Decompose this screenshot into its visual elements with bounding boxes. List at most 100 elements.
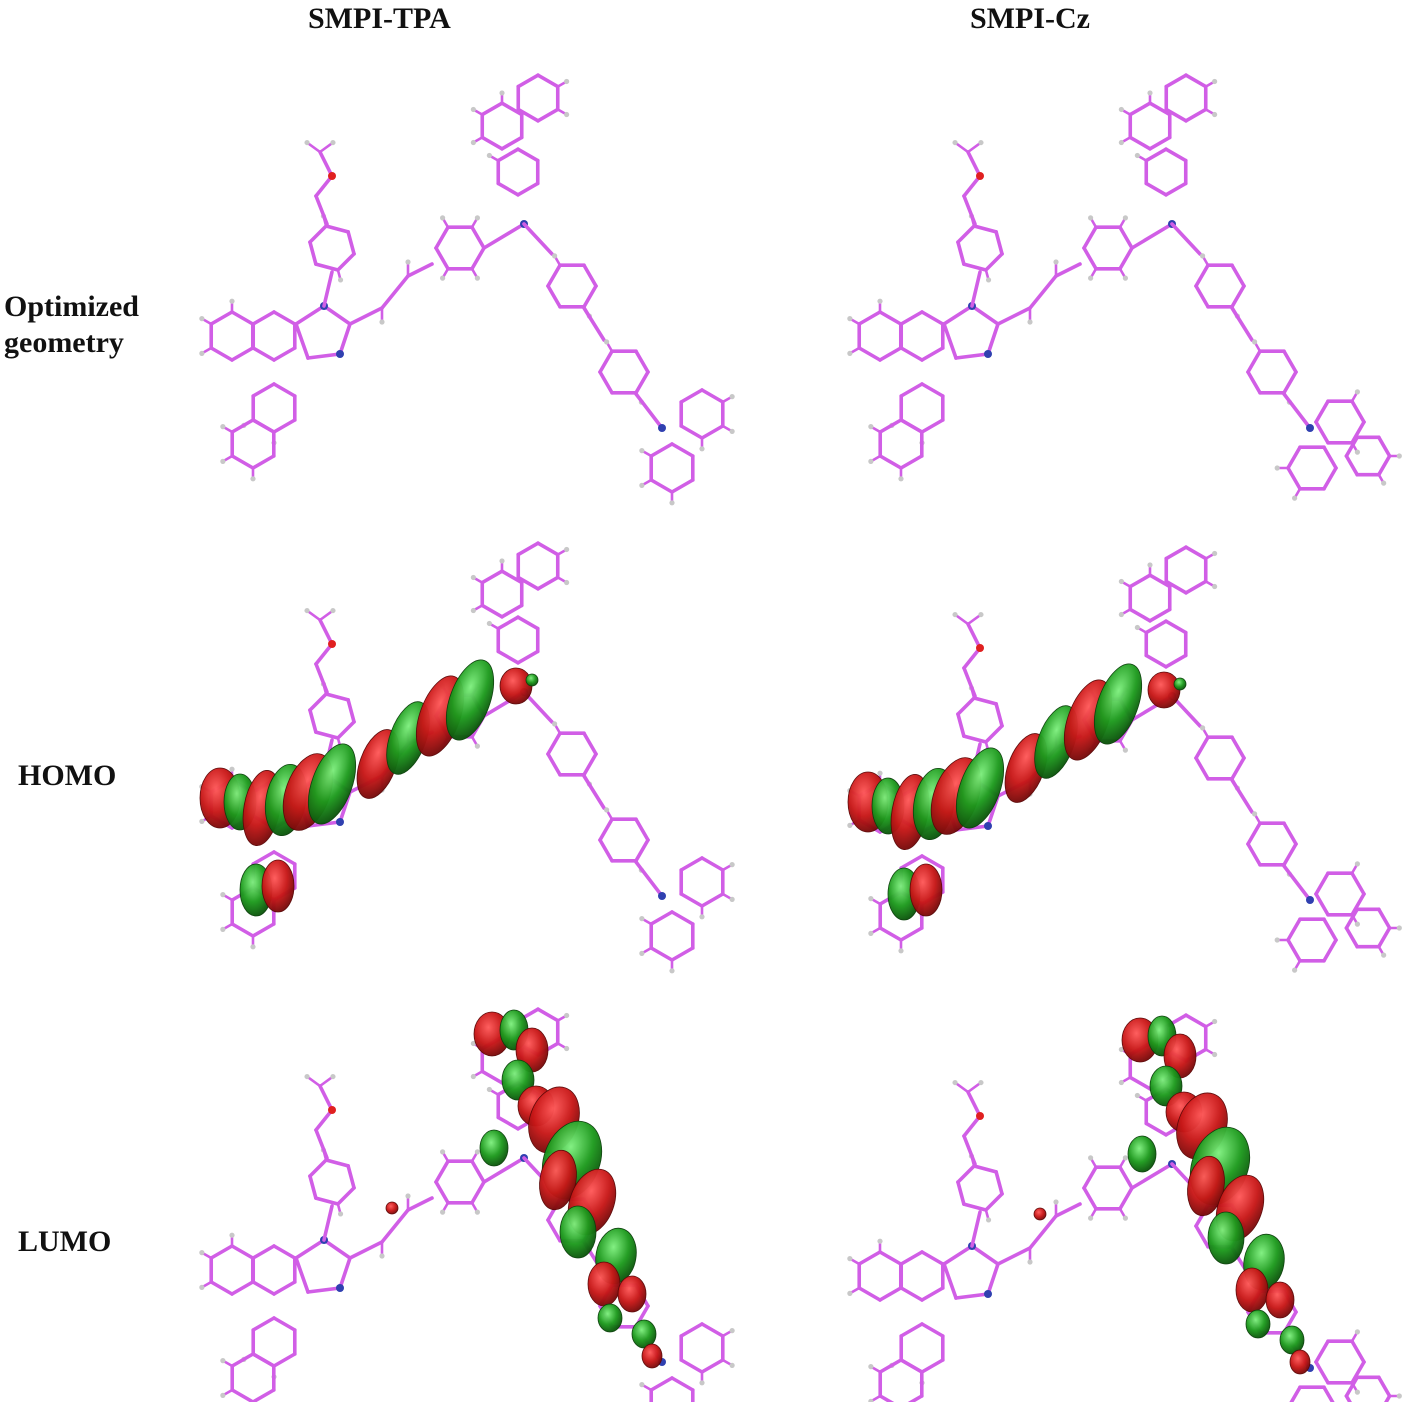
hydrogen-atom — [1053, 259, 1059, 265]
ring-bond — [1322, 445, 1338, 470]
chain-bond — [634, 860, 664, 898]
ring-bond — [920, 382, 945, 398]
chain-bond — [954, 1292, 990, 1300]
ring-bond — [1082, 246, 1098, 271]
hydrogen-atom — [898, 948, 904, 954]
chain-bond — [1028, 1214, 1058, 1250]
ring-bond — [920, 1286, 945, 1302]
ring-bond — [899, 1322, 924, 1338]
hydrogen-atom — [699, 1380, 705, 1386]
ring-bond — [899, 346, 924, 362]
orbital-lobe-positive — [1033, 1207, 1047, 1221]
hydrogen-atom — [1212, 1051, 1218, 1058]
ring-bond — [251, 382, 276, 398]
ring-bond — [1376, 907, 1392, 930]
orbital-lobe-positive — [1265, 1281, 1295, 1319]
chain-bond — [942, 1262, 958, 1300]
hydrogen-atom — [199, 1250, 205, 1256]
ring-bond — [899, 454, 924, 470]
hydrogen-atom — [847, 316, 853, 322]
hydrogen-atom — [474, 1209, 480, 1215]
hydrogen-atom — [1118, 611, 1124, 618]
ring-bond — [1164, 73, 1188, 89]
ring-bond — [962, 262, 988, 272]
ring-bond — [1144, 147, 1168, 163]
ring-bond — [598, 817, 614, 842]
ring-bond — [346, 1164, 356, 1190]
ring-bond — [878, 454, 903, 470]
ring-bond — [1314, 1360, 1330, 1385]
hydrogen-atom — [470, 1040, 476, 1047]
ring-bond — [516, 615, 540, 631]
hydrogen-atom — [639, 1382, 645, 1388]
hydrogen-atom — [229, 1232, 235, 1238]
nitrogen-atom — [1306, 896, 1314, 904]
chain-bond — [294, 1256, 310, 1294]
ring-bond — [649, 1376, 674, 1392]
oxygen-atom — [976, 172, 984, 180]
ring-bond — [700, 892, 725, 908]
chain-bond — [314, 194, 329, 226]
hydrogen-atom — [564, 78, 570, 85]
ring-bond — [308, 708, 318, 734]
ring-bond — [496, 181, 520, 197]
hydrogen-atom — [440, 1149, 446, 1155]
ring-bond — [1118, 225, 1134, 250]
orbital-lobe-positive — [617, 1275, 647, 1313]
ring-bond — [1118, 1186, 1134, 1211]
orbital-lobe-negative — [955, 747, 1005, 829]
chain-bond — [522, 222, 554, 256]
ring-bond — [1184, 107, 1208, 123]
ring-bond — [1144, 653, 1168, 669]
ring-bond — [857, 1286, 882, 1302]
ring-bond — [496, 147, 520, 163]
chain-bond — [306, 352, 342, 360]
hydrogen-atom — [877, 298, 883, 304]
hydrogen-atom — [877, 1238, 883, 1244]
ring-bond — [1344, 907, 1360, 930]
ring-bond — [984, 724, 1004, 744]
chain-bond — [318, 1084, 334, 1112]
ring-bond — [480, 101, 504, 117]
ring-bond — [230, 310, 255, 326]
hydrogen-atom — [1252, 811, 1258, 817]
c-h-bond — [305, 609, 322, 622]
ring-bond — [546, 1218, 562, 1243]
ring-bond — [1314, 399, 1330, 424]
ring-bond — [1289, 1385, 1302, 1402]
ring-bond — [956, 224, 976, 244]
hydrogen-atom — [639, 950, 645, 956]
ring-bond — [1194, 284, 1210, 309]
hydrogen-atom — [474, 743, 480, 749]
ring-bond — [1314, 1339, 1330, 1364]
ring-bond — [230, 1352, 255, 1368]
ring-bond — [251, 310, 276, 326]
ring-bond — [536, 1007, 560, 1023]
ring-bond — [1144, 1121, 1168, 1137]
chain-bond — [318, 150, 334, 178]
ring-bond — [634, 838, 650, 863]
hydrogen-atom — [1122, 275, 1128, 281]
ring-bond — [1148, 135, 1172, 151]
ring-bond — [272, 1316, 297, 1332]
hydrogen-atom — [847, 1290, 853, 1296]
hydrogen-atom — [1354, 921, 1360, 927]
c-h-bond — [318, 141, 335, 154]
ring-bond — [308, 1174, 318, 1200]
hydrogen-atom — [877, 770, 883, 776]
chain-bond — [322, 270, 334, 308]
ring-bond — [308, 240, 318, 266]
hydrogen-atom — [1200, 725, 1206, 731]
ring-bond — [209, 1244, 234, 1260]
hydrogen-atom — [552, 721, 558, 727]
ring-bond — [1376, 926, 1392, 949]
ring-bond — [1164, 653, 1188, 669]
molecule-smpi-tpa-lumo — [199, 1007, 735, 1402]
ring-bond — [346, 698, 356, 724]
hydrogen-atom — [486, 1086, 492, 1093]
ring-bond — [700, 1322, 725, 1338]
chain-bond — [322, 1238, 352, 1260]
ring-bond — [1148, 607, 1172, 623]
hydrogen-atom — [474, 1149, 480, 1155]
ring-bond — [251, 346, 276, 362]
